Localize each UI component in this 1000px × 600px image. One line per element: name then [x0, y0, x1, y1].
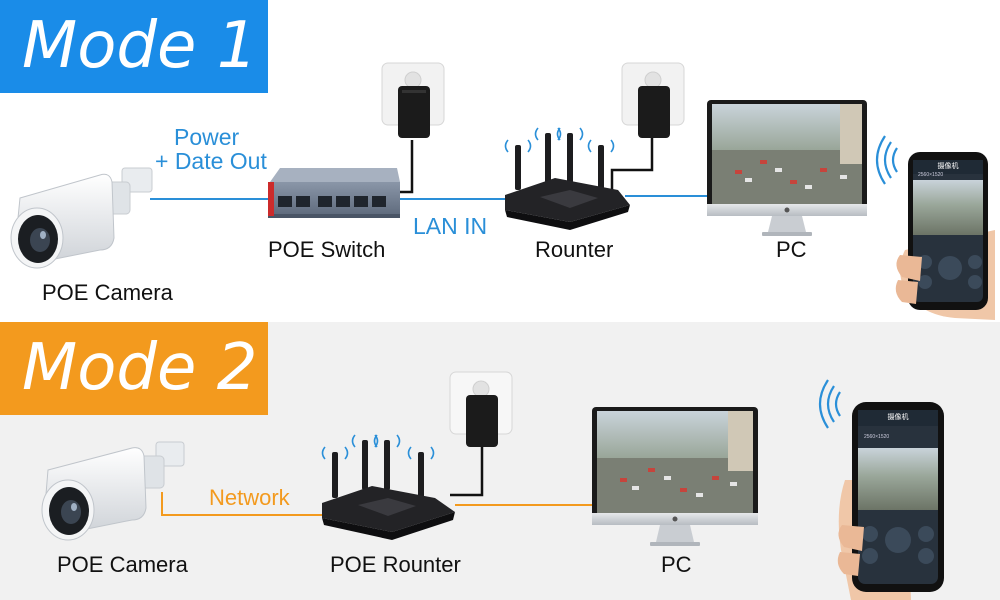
mode2-pc-label: PC [661, 552, 692, 577]
pc-monitor-icon [707, 100, 867, 236]
mode1-router-label: Rounter [535, 237, 614, 262]
pc-monitor-icon [592, 407, 758, 546]
phone-app-title: 摄像机 [887, 413, 909, 421]
smartphone-icon [875, 135, 995, 320]
mode2-banner: Mode 2 [0, 322, 268, 415]
mode2-camera-label: POE Camera [57, 552, 188, 577]
power-label: Power [174, 124, 240, 150]
phone-app-title: 摄像机 [937, 162, 959, 170]
power-adapter-icon [621, 62, 685, 138]
poe-camera-icon [10, 167, 153, 269]
router-icon [321, 434, 455, 540]
smartphone-icon [818, 379, 944, 600]
phone-resolution-label: 2560×1520 [918, 172, 944, 178]
poe-switch-icon [268, 168, 400, 218]
power-adapter-icon [449, 371, 513, 447]
poe-camera-icon [41, 441, 185, 541]
mode1-cables [150, 138, 710, 200]
phone-resolution-label: 2560×1520 [864, 434, 890, 440]
router-icon [504, 127, 630, 230]
mode1-camera-label: POE Camera [42, 280, 173, 305]
mode1-banner: Mode 1 [0, 0, 268, 93]
power-adapter-icon [381, 62, 445, 138]
mode1-switch-label: POE Switch [268, 237, 386, 262]
data-out-label: + Date Out [155, 148, 267, 174]
mode2-cables [161, 447, 592, 516]
mode2-router-label: POE Rounter [330, 552, 461, 577]
network-label: Network [209, 485, 290, 510]
lan-in-label: LAN IN [413, 213, 488, 239]
mode1-pc-label: PC [776, 237, 807, 262]
